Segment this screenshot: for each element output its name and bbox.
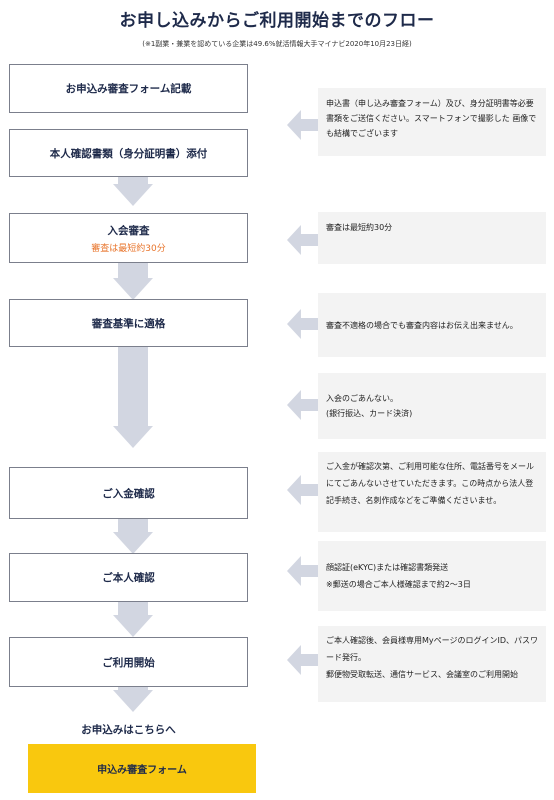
cta-heading: お申込みはこちらへ <box>81 724 176 736</box>
step-label: 本人確認書類（身分証明書）添付 <box>49 147 208 160</box>
flow-step-application-form: お申込み審査フォーム記載 <box>9 64 248 113</box>
left-arrow-icon <box>287 645 318 675</box>
step-label: 入会審査 <box>107 224 150 237</box>
page-title: お申し込みからご利用開始までのフロー <box>119 11 435 31</box>
step-label: ご本人確認 <box>102 572 155 584</box>
flow-arrow-head <box>113 426 153 448</box>
left-arrow-icon <box>287 556 318 586</box>
flow-arrow-stem <box>118 346 148 426</box>
page-subtitle: (※1副業・兼業を認めている企業は49.6%就活情報大手マイナビ2020年10月… <box>142 40 412 48</box>
info-panel-service-start: ご本人確認後、会員様専用MyページのログインID、パスワード発行。 郵便物受取転… <box>318 626 546 702</box>
info-panel-payment: ご入金が確認次第、ご利用可能な住所、電話番号をメールにてごあんないさせていただき… <box>318 452 546 532</box>
flow-step-id-document: 本人確認書類（身分証明書）添付 <box>9 129 248 177</box>
left-arrow-icon <box>287 110 318 140</box>
step-label: ご利用開始 <box>102 656 155 669</box>
info-text: ※郵送の場合ご本人様確認まで約2〜3日 <box>326 580 471 589</box>
flow-arrow-stem <box>118 176 148 184</box>
flow-arrow-head <box>113 184 153 206</box>
info-text: 申込書（申し込み審査フォーム）及び、身分証明書等必要書類をご送信ください。スマー… <box>326 99 537 138</box>
flow-arrow-head <box>113 690 153 712</box>
step-label: ご入金確認 <box>102 487 155 500</box>
info-text: 審査は最短約30分 <box>326 223 393 232</box>
left-arrow-icon <box>287 309 318 339</box>
info-panel-membership-guide: 入会のごあんない。 (銀行振込、カード決済) <box>318 373 546 439</box>
flow-arrow-stem <box>118 518 148 532</box>
flow-arrow-stem <box>118 686 148 690</box>
left-arrow-icon <box>287 390 318 420</box>
left-arrow-icon <box>287 475 318 505</box>
info-panel-application: 申込書（申し込み審査フォーム）及び、身分証明書等必要書類をご送信ください。スマー… <box>318 88 546 156</box>
flow-step-identity-verification: ご本人確認 <box>9 553 248 602</box>
application-form-button[interactable]: 申込み審査フォーム <box>28 744 256 793</box>
flow-arrow-head <box>113 532 153 554</box>
flow-step-payment-confirmation: ご入金確認 <box>9 467 248 519</box>
info-text: 郵便物受取転送、通信サービス、会議室のご利用開始 <box>326 670 518 679</box>
flow-arrow-stem <box>118 262 148 278</box>
flow-arrow-stem <box>118 601 148 615</box>
info-panel-not-eligible: 審査不適格の場合でも審査内容はお伝え出来ません。 <box>318 293 546 357</box>
info-text: 顔認証(eKYC)または確認書類発送 <box>326 563 449 572</box>
left-arrow-icon <box>287 225 318 255</box>
step-sublabel: 審査は最短約30分 <box>91 243 166 254</box>
flow-arrow-head <box>113 278 153 300</box>
step-label: お申込み審査フォーム記載 <box>65 83 192 95</box>
info-text: (銀行振込、カード決済) <box>326 409 413 418</box>
info-text: ご本人確認後、会員様専用MyページのログインID、パスワード発行。 <box>326 636 538 662</box>
flow-arrow-head <box>113 615 153 637</box>
flow-step-membership-review: 入会審査 審査は最短約30分 <box>9 213 248 263</box>
flow-step-service-start: ご利用開始 <box>9 637 248 687</box>
info-text: 入会のごあんない。 <box>326 394 398 403</box>
cta-button-label: 申込み審査フォーム <box>97 765 187 776</box>
info-panel-identity: 顔認証(eKYC)または確認書類発送 ※郵送の場合ご本人様確認まで約2〜3日 <box>318 541 546 611</box>
info-text: 審査不適格の場合でも審査内容はお伝え出来ません。 <box>326 320 518 330</box>
flow-step-criteria-met: 審査基準に適格 <box>9 299 248 347</box>
step-label: 審査基準に適格 <box>91 317 166 330</box>
info-text: ご入金が確認次第、ご利用可能な住所、電話番号をメールにてごあんないさせていただき… <box>326 462 534 505</box>
info-panel-review-time: 審査は最短約30分 <box>318 212 546 264</box>
